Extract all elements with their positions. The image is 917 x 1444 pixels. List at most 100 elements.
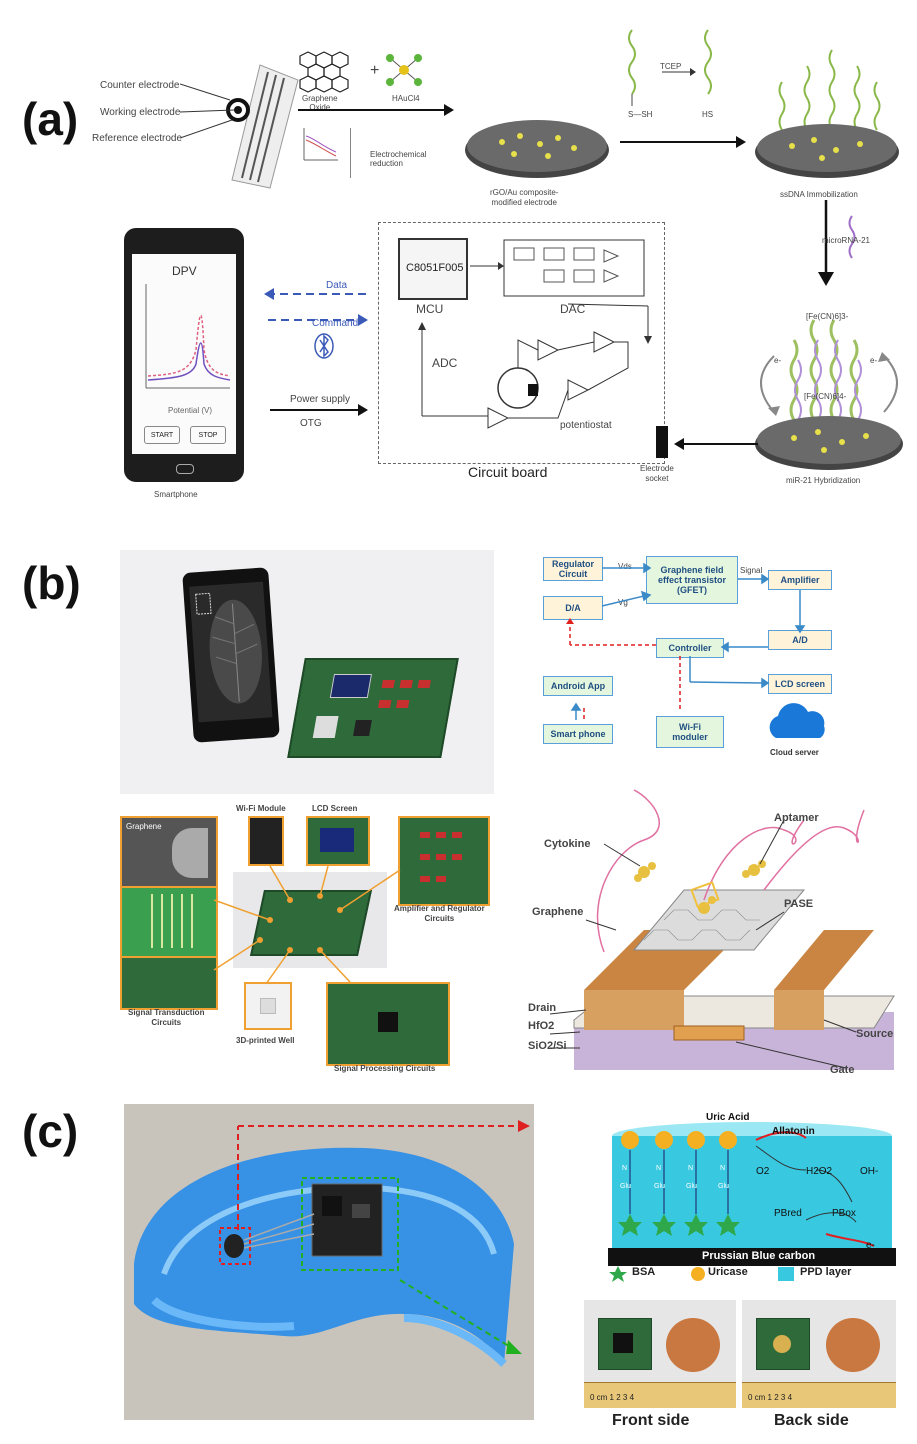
- panel-label-c: (c): [22, 1105, 79, 1157]
- label-counter-electrode: Counter electrode: [100, 80, 180, 91]
- svg-text:Glu: Glu: [620, 1183, 631, 1190]
- photo-circuit-board: [287, 658, 459, 758]
- haucl4-molecule-icon: [386, 54, 422, 86]
- screen-printed-electrode: [180, 64, 299, 189]
- arrow-hybridization: [818, 200, 856, 286]
- phone-circuit-arrows: [264, 288, 368, 416]
- photo-front-side: 0 cm 1 2 3 4: [584, 1300, 736, 1408]
- label-rgo-electrode: rGO/Au composite- modified electrode: [490, 188, 559, 207]
- box-wifi-moduler: Wi-Fi moduler: [656, 716, 724, 748]
- inset-electrode-array: [120, 886, 218, 958]
- inset-wifi-module: [248, 816, 284, 866]
- panel-label-a: (a): [22, 93, 79, 145]
- label-wifi-module: Wi-Fi Module: [236, 804, 286, 813]
- svg-text:N: N: [720, 1165, 725, 1172]
- front-penny: [666, 1318, 720, 1372]
- phone-stop-button[interactable]: STOP: [190, 426, 226, 444]
- label-back-side: Back side: [774, 1412, 849, 1429]
- front-board: [598, 1318, 652, 1370]
- label-signal-processing: Signal Processing Circuits: [334, 1064, 436, 1073]
- label-amplifier-regulator: Amplifier and Regulator Circuits: [394, 904, 485, 923]
- label-cloud-server: Cloud server: [770, 748, 819, 757]
- arrow-to-socket: [674, 438, 758, 450]
- front-ruler-label: 0 cm 1 2 3 4: [590, 1393, 635, 1402]
- inset-graphene-chip: Graphene: [120, 816, 218, 890]
- box-regulator-circuit: Regulator Circuit: [543, 557, 603, 581]
- box-smart-phone: Smart phone: [543, 724, 613, 744]
- svg-text:Glu: Glu: [718, 1183, 729, 1190]
- inset-lcd-screen: [306, 816, 370, 866]
- label-command: Command: [312, 318, 359, 329]
- label-circuit-board: Circuit board: [468, 464, 548, 480]
- arrow-immobilization: [620, 136, 746, 148]
- plus-sign: +: [370, 62, 380, 79]
- graphene-lattice-icon: [299, 51, 349, 93]
- label-sio2-si: SiO2/Si: [528, 1040, 567, 1052]
- amp-board-parts: [420, 832, 462, 882]
- label-fe-cn-4: [Fe(CN)6]4-: [804, 392, 847, 401]
- photo-mouthguard: [124, 1104, 534, 1420]
- photo-board-center: [233, 872, 387, 968]
- label-potentiostat: potentiostat: [560, 420, 612, 431]
- label-microrna: microRNA-21: [822, 236, 871, 245]
- panel-label-b: (b): [22, 557, 81, 609]
- phone-start-button[interactable]: START: [144, 426, 180, 444]
- circuit-board-region: [378, 222, 665, 464]
- box-regulator-label: Regulator Circuit: [551, 559, 594, 579]
- label-ssdna-immobilization: ssDNA Immobilization: [780, 190, 858, 199]
- label-oh: OH-: [860, 1166, 879, 1177]
- label-working-electrode: Working electrode: [100, 107, 181, 118]
- photo-phone-screen: [189, 581, 273, 723]
- reduction-cv-plot: [303, 128, 338, 161]
- label-otg: OTG: [300, 418, 322, 429]
- ssdna-electrode: [755, 49, 899, 178]
- box-wifi-label: Wi-Fi moduler: [672, 722, 708, 742]
- leaf-wallpaper: [195, 592, 262, 704]
- label-smartphone: Smartphone: [154, 490, 198, 499]
- box-da: D/A: [543, 596, 603, 620]
- photo-back-side: 0 cm 1 2 3 4: [742, 1300, 896, 1408]
- label-signal: Signal: [740, 566, 763, 575]
- potentiostat-circuit: [418, 303, 652, 429]
- photo-lcd: [329, 674, 372, 698]
- label-reference-electrode: Reference electrode: [92, 133, 183, 144]
- label-graphene-oxide: Graphene Oxide: [302, 94, 338, 112]
- photo-phone-and-board: [120, 550, 494, 794]
- svg-text:N: N: [688, 1165, 693, 1172]
- label-electrochemical-reduction: Electrochemical reduction: [370, 150, 427, 168]
- label-hs: HS: [702, 110, 714, 119]
- label-signal-transduction: Signal Transduction Circuits: [128, 1008, 205, 1027]
- mcu-chip-label: C8051F005: [406, 262, 464, 274]
- dac-block: [470, 239, 645, 297]
- box-gfet-label: Graphene field effect transistor (GFET): [657, 565, 727, 595]
- back-penny: [826, 1318, 880, 1372]
- back-board: [756, 1318, 810, 1370]
- hybridized-electrode: [755, 319, 903, 470]
- label-3d-printed-well: 3D-printed Well: [236, 1036, 295, 1045]
- label-pb-ox: PBox: [832, 1208, 856, 1219]
- label-electrode-socket: Electrode socket: [640, 464, 674, 483]
- label-gate: Gate: [830, 1064, 855, 1076]
- label-hfo2: HfO2: [528, 1020, 555, 1032]
- label-e-minus-right: e-: [870, 356, 878, 365]
- label-dac: DAC: [560, 302, 586, 316]
- svg-text:Glu: Glu: [654, 1183, 665, 1190]
- box-android-app: Android App: [543, 676, 613, 696]
- label-lcd-screen: LCD Screen: [312, 804, 358, 813]
- electrode-socket: [656, 426, 668, 458]
- label-source: Source: [856, 1028, 894, 1040]
- legend-bsa: BSA: [632, 1266, 656, 1278]
- sensor-legend-icons: [609, 1266, 794, 1282]
- phone-dpv-title: DPV: [172, 264, 197, 278]
- smartphone-device: DPV Potential (V) START STOP: [124, 228, 244, 482]
- label-fe-cn-3: [Fe(CN)6]3-: [806, 312, 849, 321]
- legend-ppd-layer: PPD layer: [800, 1266, 852, 1278]
- back-ruler-label: 0 cm 1 2 3 4: [748, 1393, 793, 1402]
- label-cytokine: Cytokine: [544, 838, 591, 850]
- label-drain: Drain: [528, 1002, 557, 1014]
- label-aptamer: Aptamer: [774, 812, 819, 824]
- photo-smartphone: [182, 567, 280, 743]
- mouthguard-drawing: [134, 1147, 514, 1367]
- phone-screen: DPV Potential (V) START STOP: [132, 254, 236, 454]
